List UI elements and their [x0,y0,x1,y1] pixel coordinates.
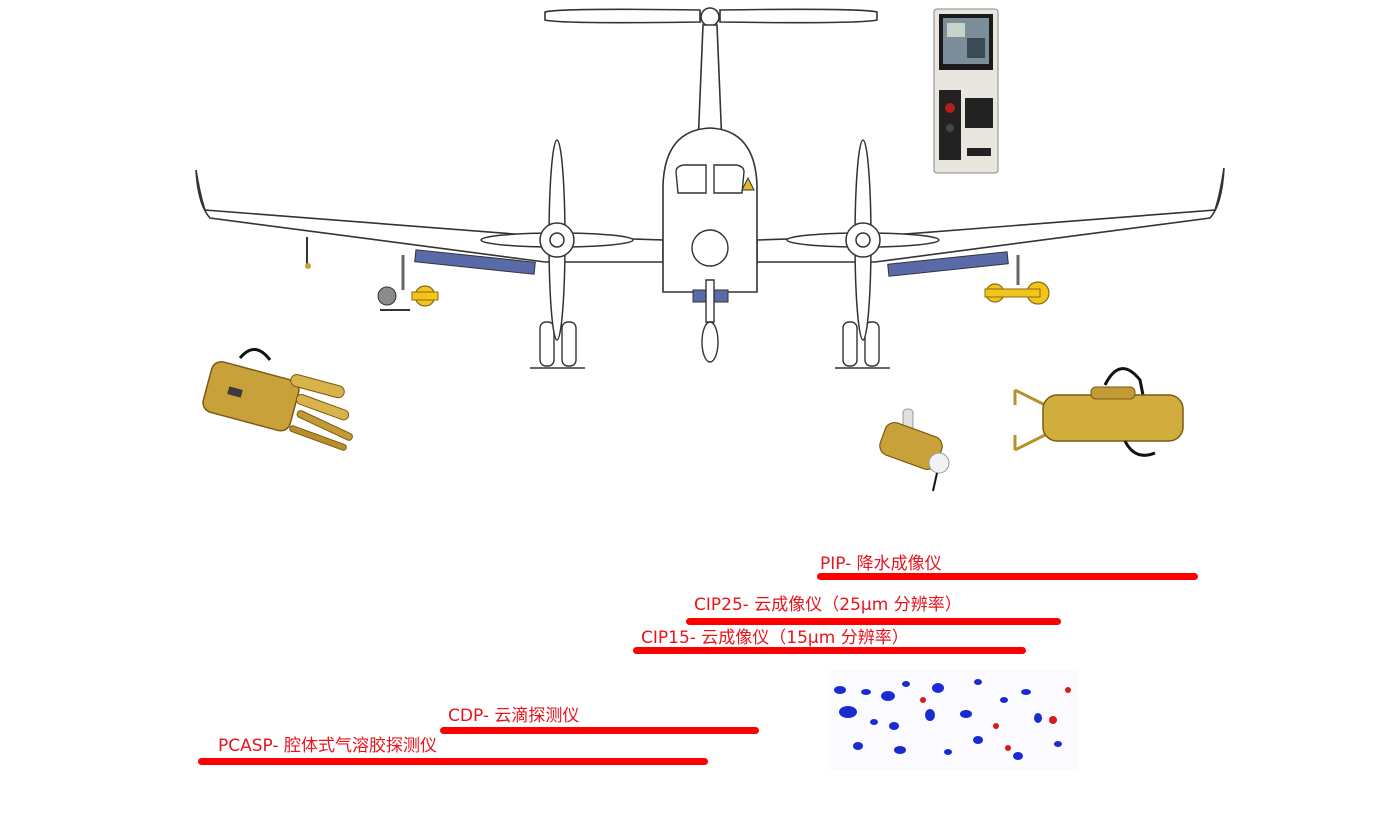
range-label-cip25: CIP25- 云成像仪（25µm 分辨率） [694,595,962,615]
range-bar-cdp [440,727,759,734]
range-label-pcasp: PCASP- 腔体式气溶胶探测仪 [218,736,437,756]
particle-image-strip [828,670,1078,770]
range-label-pip: PIP- 降水成像仪 [820,554,942,574]
right-probe-photo [1013,367,1184,457]
range-bar-cip25 [686,618,1061,625]
range-bar-cip15 [633,647,1026,654]
range-label-cdp: CDP- 云滴探测仪 [448,706,580,726]
left-probe-photo [202,348,353,451]
range-bar-pcasp [198,758,708,765]
range-label-cip15: CIP15- 云成像仪（15µm 分辨率） [641,628,909,648]
control-box-photo [933,8,999,174]
middle-probe-photo [879,408,950,492]
range-bar-pip [817,573,1198,580]
